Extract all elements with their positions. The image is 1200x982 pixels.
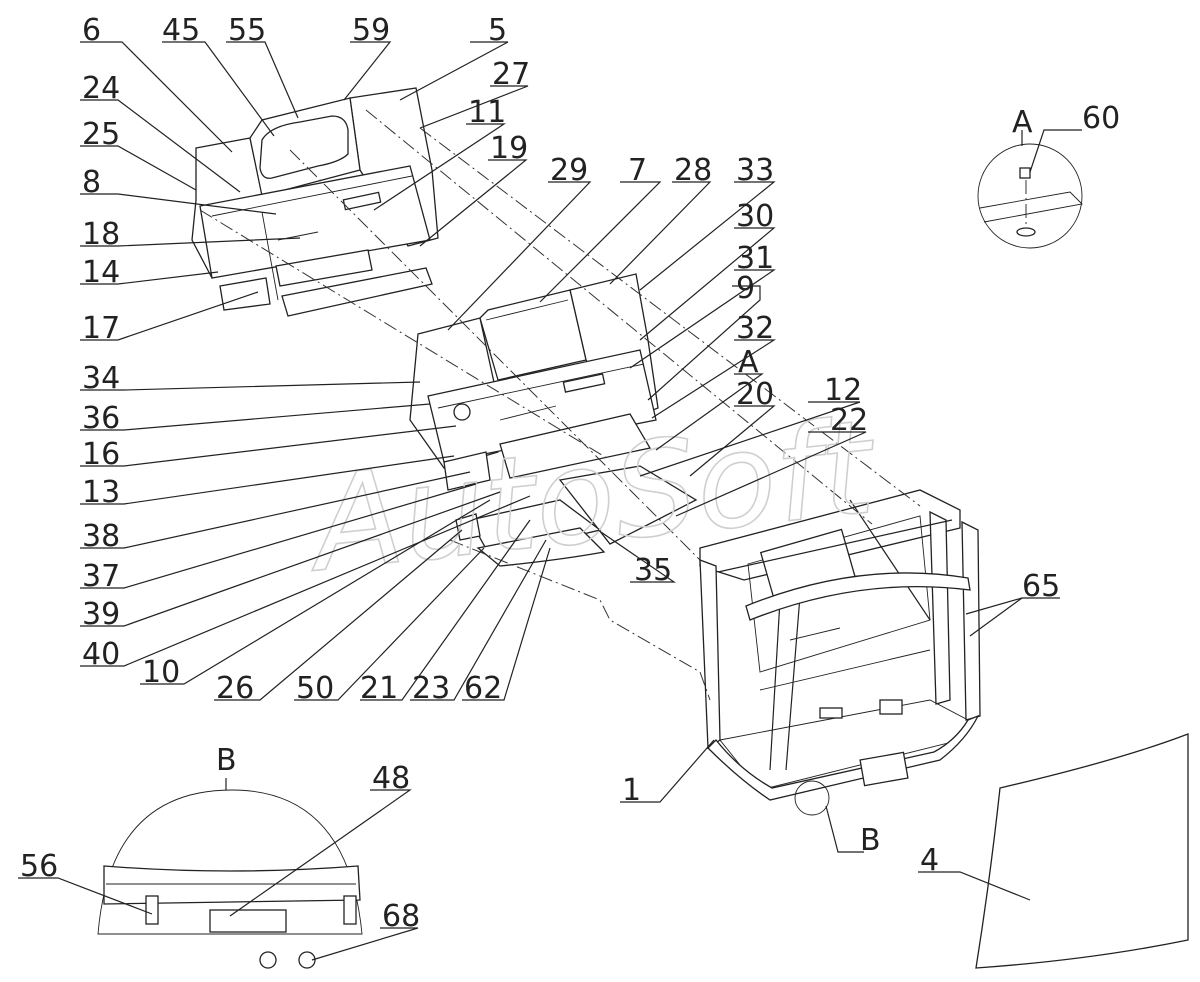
callout-27: 27	[492, 57, 530, 92]
callout-19: 19	[490, 131, 528, 166]
callout-16: 16	[82, 437, 120, 472]
detail-view-b	[97, 789, 363, 969]
main-frame	[699, 489, 981, 816]
middle-back-panel	[479, 289, 587, 381]
callout-59: 59	[352, 13, 390, 48]
frame-right-post	[929, 510, 951, 705]
part-48-slot	[209, 909, 287, 933]
callout-14: 14	[82, 255, 120, 290]
callout-6: 6	[82, 13, 101, 48]
callout-37: 37	[82, 559, 120, 594]
callout-29: 29	[550, 153, 588, 188]
frame-rear-post	[961, 520, 981, 721]
detail-b-title: B	[216, 743, 237, 778]
detail-a-title: A	[1012, 105, 1033, 140]
callout-25: 25	[82, 117, 120, 152]
callout-62: 62	[464, 671, 502, 706]
callout-65: 65	[1022, 569, 1060, 604]
floor-plate-23	[469, 499, 602, 557]
callout-10: 10	[142, 655, 180, 690]
curved-plate-62	[476, 527, 606, 567]
callout-39: 39	[82, 597, 120, 632]
callout-21: 21	[360, 671, 398, 706]
callout-7: 7	[628, 153, 647, 188]
callout-38: 38	[82, 519, 120, 554]
callout-18: 18	[82, 217, 120, 252]
callout-1: 1	[622, 773, 641, 808]
callout-55: 55	[228, 13, 266, 48]
assembly-lines	[199, 109, 921, 701]
callout-60: 60	[1082, 101, 1120, 136]
curved-glass-panel	[975, 733, 1189, 969]
callout-11: 11	[468, 95, 506, 130]
callout-20: 20	[736, 377, 774, 412]
leader-lines	[18, 41, 1082, 961]
callout-68: 68	[382, 899, 420, 934]
callout-8: 8	[82, 165, 101, 200]
frame-cross-beam	[745, 572, 971, 621]
callout-22: 22	[830, 403, 868, 438]
callout-56: 56	[20, 849, 58, 884]
floor-plate-35	[558, 465, 698, 545]
lower-plate-17	[219, 277, 271, 311]
window-opening	[259, 115, 349, 179]
callout-4: 4	[920, 843, 939, 878]
callout-32: 32	[736, 311, 774, 346]
callout-34: 34	[82, 361, 120, 396]
callout-B: B	[860, 823, 881, 858]
callout-36: 36	[82, 401, 120, 436]
frame-left-post	[699, 559, 721, 750]
callout-26: 26	[216, 671, 254, 706]
frame-front-curve	[707, 714, 980, 801]
callout-17: 17	[82, 311, 120, 346]
callout-9: 9	[736, 271, 755, 306]
callout-12: 12	[824, 373, 862, 408]
upper-panel-assembly	[191, 87, 439, 317]
callout-31: 31	[736, 241, 774, 276]
middle-panel-assembly	[409, 273, 698, 567]
lower-plate-14	[281, 267, 433, 317]
callout-labels: 6 45 55 59 5 24 27 25 11 19 8 18 14 17 2…	[20, 13, 1120, 934]
detail-view-a	[977, 143, 1083, 249]
callout-50: 50	[296, 671, 334, 706]
callout-48: 48	[372, 761, 410, 796]
callout-5: 5	[488, 13, 507, 48]
callout-45: 45	[162, 13, 200, 48]
lower-plate-19	[275, 249, 373, 287]
callout-30: 30	[736, 199, 774, 234]
callout-24: 24	[82, 71, 120, 106]
bracket-13	[443, 451, 491, 491]
callout-28: 28	[674, 153, 712, 188]
callout-A: A	[738, 345, 759, 380]
callout-35: 35	[634, 553, 672, 588]
bracket-38	[499, 413, 652, 479]
callout-23: 23	[412, 671, 450, 706]
callout-33: 33	[736, 153, 774, 188]
callout-13: 13	[82, 475, 120, 510]
callout-40: 40	[82, 637, 120, 672]
